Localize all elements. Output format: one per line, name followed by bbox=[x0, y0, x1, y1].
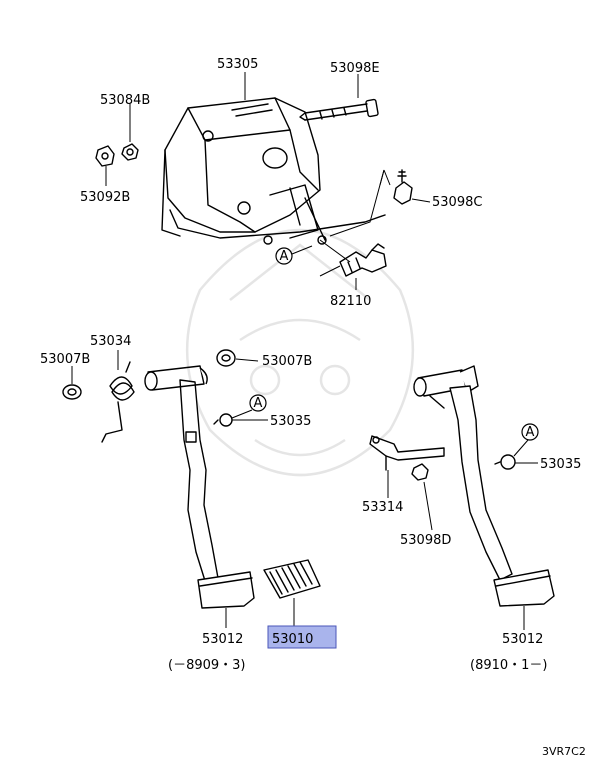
ref-a-right-label: A bbox=[526, 425, 535, 440]
label-53012-right: 53012 bbox=[502, 632, 543, 647]
bolt-53098c bbox=[329, 169, 413, 237]
label-53012-left: 53012 bbox=[202, 632, 243, 647]
nut-53084b bbox=[121, 143, 139, 161]
spring-53034 bbox=[101, 361, 135, 443]
pedal-bracket bbox=[161, 97, 386, 245]
ref-a-top: A bbox=[275, 245, 313, 265]
label-53098e: 53098E bbox=[330, 61, 380, 76]
right-pedal-pad bbox=[493, 569, 555, 607]
bolt-53098d bbox=[411, 463, 429, 481]
bushing-53007b-left bbox=[62, 384, 82, 400]
label-53010[interactable]: 53010 bbox=[272, 632, 313, 647]
label-53305: 53305 bbox=[217, 57, 258, 72]
left-pedal-pad bbox=[197, 571, 255, 609]
ref-a-left-label: A bbox=[254, 396, 263, 411]
label-82110: 82110 bbox=[330, 294, 371, 309]
stopper-53035-left bbox=[213, 413, 233, 427]
label-53098c: 53098C bbox=[432, 195, 482, 210]
label-53007b-right: 53007B bbox=[262, 354, 312, 369]
label-53314: 53314 bbox=[362, 500, 403, 515]
label-53035-left: 53035 bbox=[270, 414, 311, 429]
bracket-53314 bbox=[369, 435, 445, 471]
stop-switch-82110 bbox=[319, 239, 387, 277]
label-53007b-left: 53007B bbox=[40, 352, 90, 367]
left-pedal-arm bbox=[144, 365, 219, 585]
stopper-53035-right bbox=[494, 454, 516, 470]
date-range-left: (－8909・3) bbox=[168, 658, 246, 673]
date-range-right: (8910・1－) bbox=[470, 658, 548, 673]
pedal-pad-53010 bbox=[263, 559, 321, 599]
diagram-code: 3VR7C2 bbox=[542, 745, 586, 758]
ref-a-left: A bbox=[231, 394, 267, 419]
right-pedal-arm bbox=[413, 365, 513, 581]
ref-a-top-label: A bbox=[280, 249, 289, 264]
highlight-box bbox=[267, 625, 337, 649]
highlighted-part-53010[interactable]: 53010 bbox=[267, 625, 337, 649]
label-53034: 53034 bbox=[90, 334, 131, 349]
leader-lines bbox=[71, 72, 538, 630]
label-53098d: 53098D bbox=[400, 533, 451, 548]
label-53035-right: 53035 bbox=[540, 457, 581, 472]
bolt-53098e bbox=[299, 98, 379, 121]
ref-a-right: A bbox=[513, 423, 539, 457]
nut-53092b bbox=[95, 145, 115, 167]
bushing-53007b-right bbox=[216, 349, 236, 367]
label-53092b: 53092B bbox=[80, 190, 130, 205]
label-53084b: 53084B bbox=[100, 93, 150, 108]
